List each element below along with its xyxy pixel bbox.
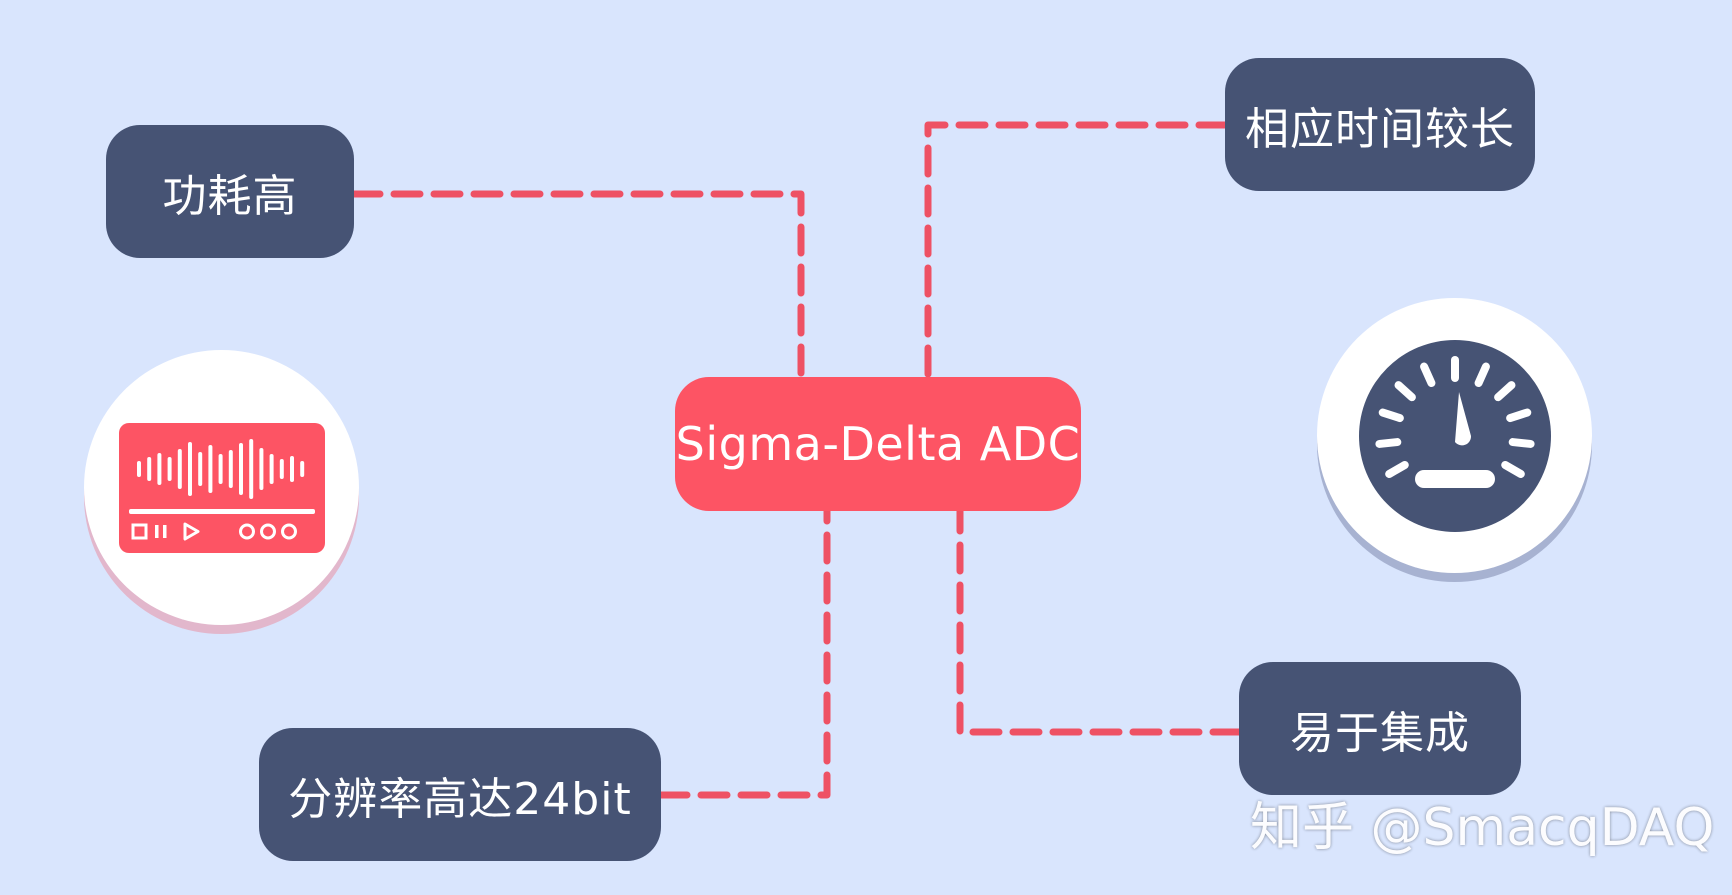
node-integration-label: 易于集成 [1290, 707, 1470, 759]
node-power-label: 功耗高 [162, 170, 298, 222]
speedometer-badge [1317, 298, 1592, 573]
node-response: 相应时间较长 [1225, 58, 1535, 191]
center-node: Sigma-Delta ADC [675, 377, 1081, 511]
speedometer-icon [1358, 339, 1551, 532]
audio-badge [84, 350, 359, 625]
connector-power [350, 190, 805, 381]
node-resolution: 分辨率高达24bit [259, 728, 661, 861]
node-response-label: 相应时间较长 [1245, 103, 1515, 155]
node-power: 功耗高 [106, 125, 354, 258]
node-integration: 易于集成 [1239, 662, 1521, 795]
audio-waveform-player-icon [118, 422, 325, 553]
connector-response [924, 121, 1229, 381]
watermark: 知乎 @SmacqDAQ [1250, 798, 1715, 858]
connector-integration [956, 507, 1243, 736]
connector-resolution [657, 507, 831, 799]
node-resolution-label: 分辨率高达24bit [288, 773, 632, 825]
center-node-label: Sigma-Delta ADC [675, 417, 1081, 471]
